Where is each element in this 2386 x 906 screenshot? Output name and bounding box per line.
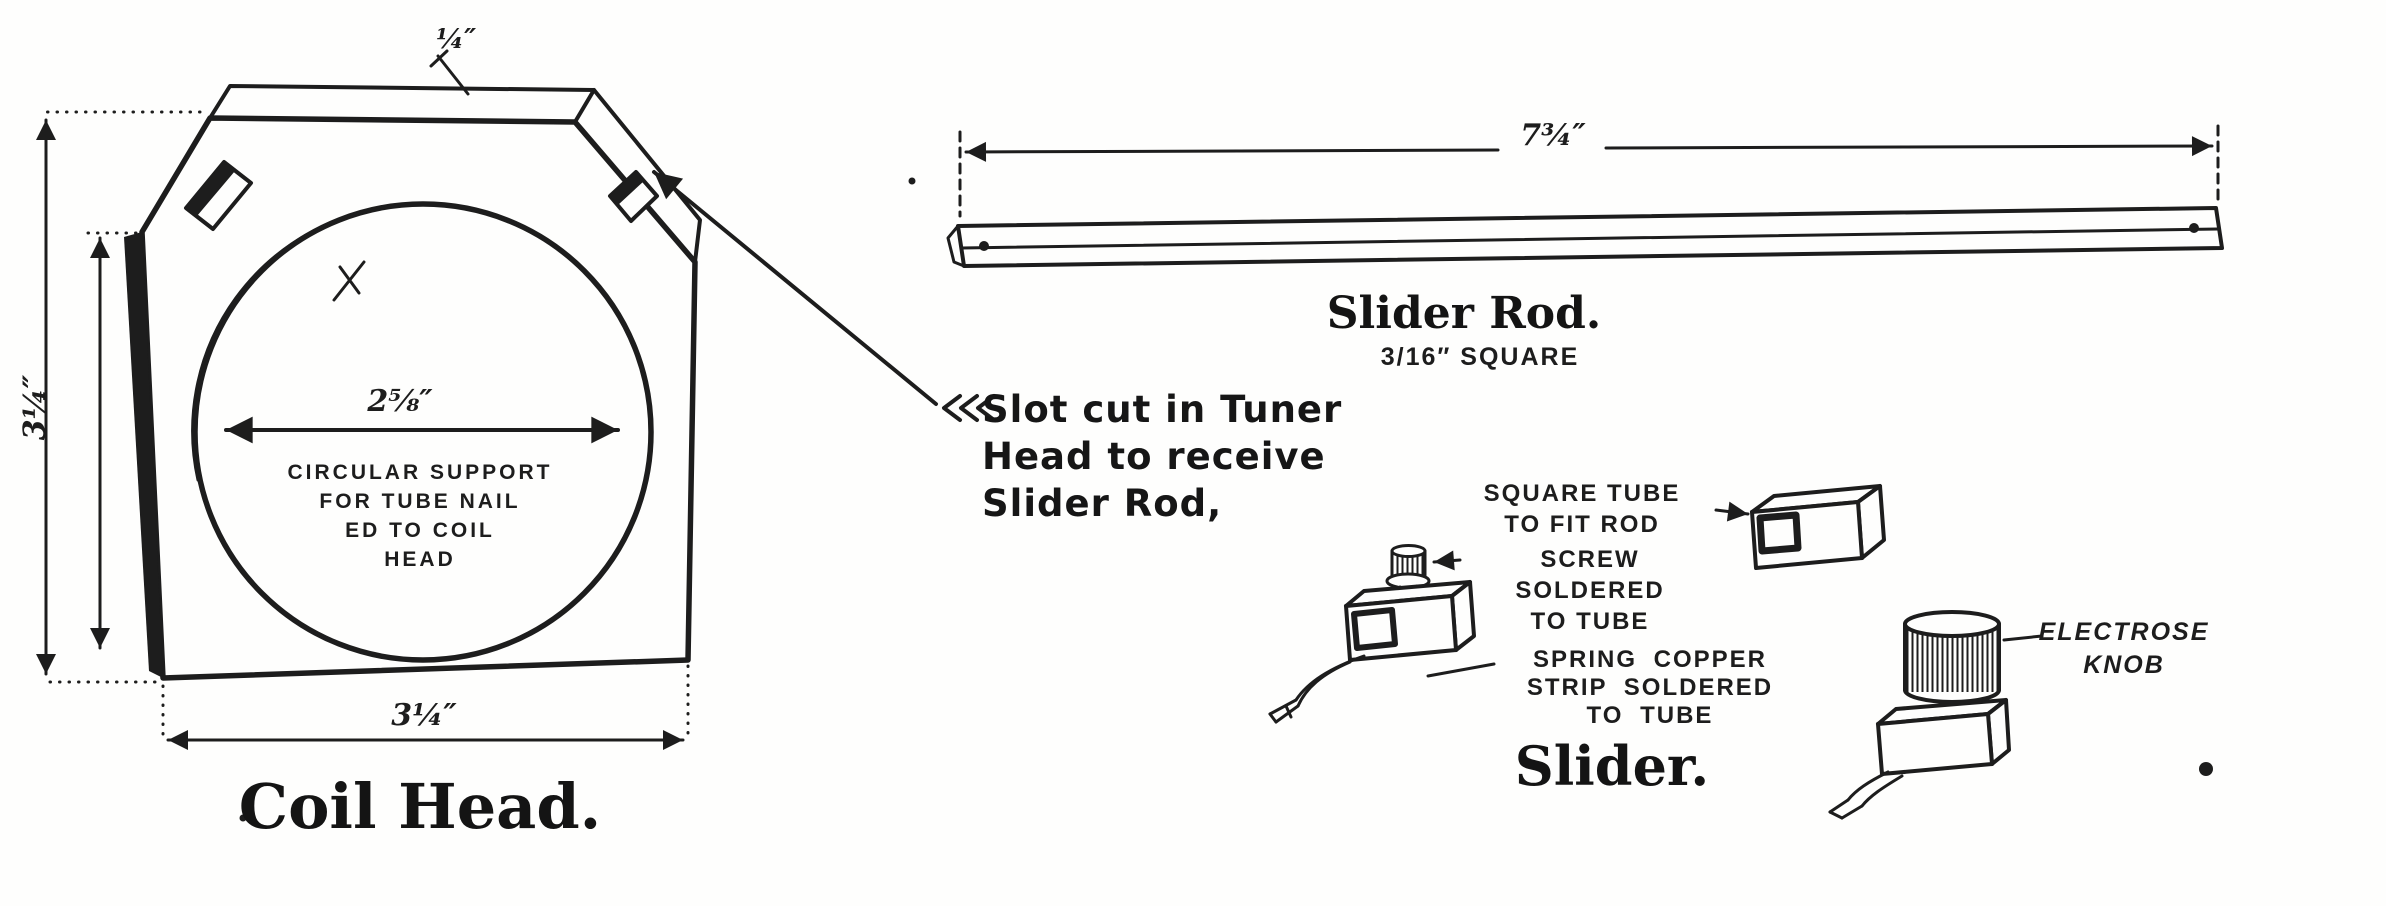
electrose-knob-label-line-1: ELECTROSE [2038,618,2210,646]
rod-length-dimension: 7¾″ [1520,118,1586,153]
scan-specks [239,177,2213,822]
spring-strip-label-line-1: SPRING COPPER [1532,646,1768,673]
support-note-line-1: CIRCULAR SUPPORT [287,461,553,484]
support-note-line-4: HEAD [384,548,456,571]
electrose-knob-drawing [1828,610,2044,820]
support-note-line-3: ED TO COIL [345,519,495,542]
coil-head-title: Coil Head. [238,770,602,843]
slot-note-leader [652,170,996,422]
square-tube-label: SQUARE TUBE TO FIT ROD [1448,478,1716,540]
coil-width-dimension: 3¼″ [391,698,457,733]
spring-strip-label-line-2: STRIP SOLDERED [1526,674,1774,701]
coil-diameter-dimension: 2⅝″ [367,384,433,419]
spring-strip-label: SPRING COPPER STRIP SOLDERED TO TUBE [1498,646,1802,730]
electrose-knob-label-line-2: KNOB [2083,651,2165,679]
slot-note-line-1: Slot cut in Tuner [982,388,1343,431]
slider-title: Slider. [1514,734,1710,798]
slider-rod-title: Slider Rod. [1326,288,1602,339]
slot-note-line-3: Slider Rod, [982,482,1223,525]
slot-note: Slot cut in Tuner Head to receive Slider… [982,386,1342,527]
slider-rod-size-note: 3/16″ SQUARE [1380,343,1580,371]
coil-thickness-dimension: ¼″ [436,24,477,55]
square-tube-label-line-1: SQUARE TUBE [1483,480,1681,507]
support-note-line-2: FOR TUBE NAIL [319,490,521,513]
coil-height-dimension: 3¼″ [17,374,53,441]
screw-tube-drawing [1268,544,1496,724]
slot-note-line-2: Head to receive [982,435,1326,478]
coil-head-drawing [36,49,702,750]
slider-rod-drawing [946,124,2224,268]
square-tube-drawing [1714,484,1886,570]
circular-support-note: CIRCULAR SUPPORT FOR TUBE NAIL ED TO COI… [190,458,650,574]
screw-label-line-2: TO TUBE [1530,608,1650,635]
electrose-knob-label: ELECTROSE KNOB [2016,616,2232,682]
screw-label-line-1: SCREW SOLDERED [1515,546,1665,604]
square-tube-label-line-2: TO FIT ROD [1504,511,1660,538]
screw-label: SCREW SOLDERED TO TUBE [1464,544,1716,637]
spring-strip-label-line-3: TO TUBE [1586,702,1714,729]
